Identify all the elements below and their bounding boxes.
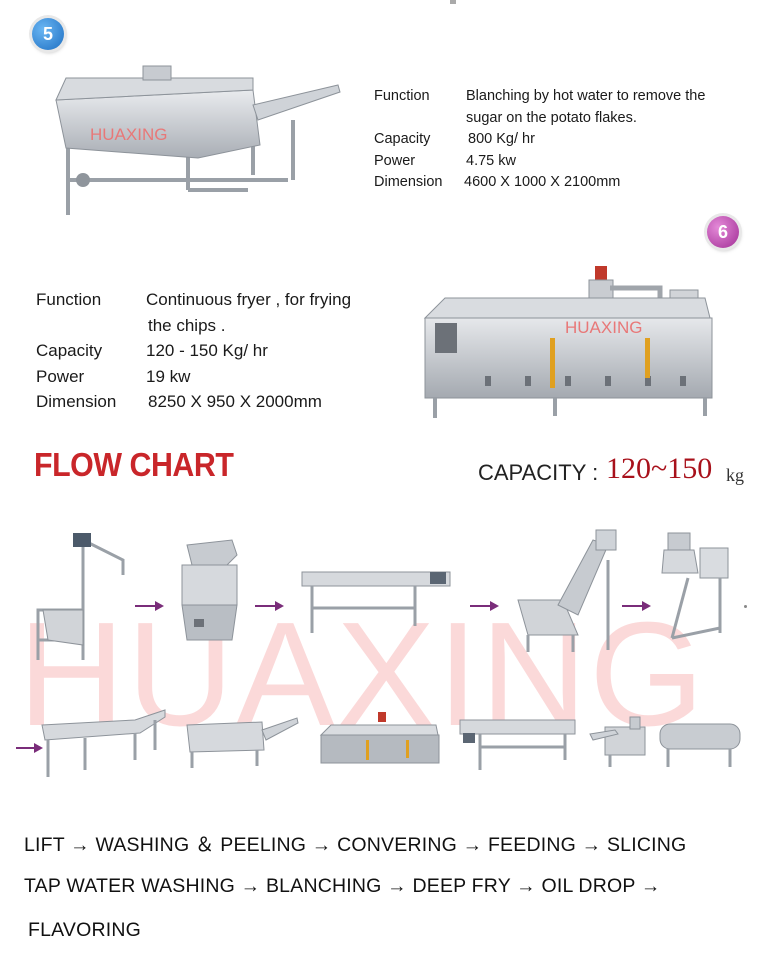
spec-key: Dimension bbox=[36, 392, 117, 411]
flow-chart-title: FLOW CHART bbox=[34, 446, 234, 483]
spec-value: 120 - 150 Kg/ hr bbox=[146, 341, 268, 360]
spec-row: Function Continuous fryer , for frying bbox=[36, 287, 396, 313]
spec-value: 800 Kg/ hr bbox=[468, 131, 535, 147]
spec-key: Capacity bbox=[36, 341, 103, 360]
spec-value: Continuous fryer , for frying bbox=[146, 290, 352, 309]
step-6-number: 6 bbox=[717, 221, 728, 242]
spec-key: Function bbox=[36, 290, 102, 309]
spec-key bbox=[36, 313, 148, 339]
spec-row: sugar on the potato flakes. bbox=[374, 108, 754, 130]
top-edge-mark bbox=[450, 0, 456, 4]
spec-value: 4600 X 1000 X 2100mm bbox=[464, 174, 621, 190]
spec-value: sugar on the potato flakes. bbox=[466, 109, 637, 126]
step-5-badge: 5 bbox=[32, 18, 64, 50]
arrow-4 bbox=[622, 601, 651, 611]
spec-row: Power 4.75 kw bbox=[374, 151, 754, 173]
spec-key: Power bbox=[36, 366, 85, 386]
edge-dot bbox=[744, 605, 747, 608]
blancher-machine-image: HUAXING bbox=[55, 65, 341, 215]
feeding-machine-image bbox=[517, 529, 617, 652]
spec-row: Dimension 4600 X 1000 X 2100mm bbox=[374, 172, 754, 194]
spec-row: Capacity 120 - 150 Kg/ hr bbox=[36, 338, 396, 364]
washing-peeling-machine-image bbox=[181, 539, 238, 641]
step-5-specs: Function Blanching by hot water to remove… bbox=[374, 86, 754, 194]
spec-key: Dimension bbox=[374, 174, 443, 190]
spec-value: the chips . bbox=[148, 315, 226, 335]
spec-key bbox=[374, 108, 466, 130]
spec-value: 8250 X 950 X 2000mm bbox=[148, 392, 322, 411]
oil-drop-machine-image bbox=[459, 719, 576, 770]
lift-machine-image bbox=[36, 533, 125, 660]
svg-text:HUAXING: HUAXING bbox=[565, 318, 642, 337]
spec-row: Capacity 800 Kg/ hr bbox=[374, 129, 754, 151]
flow-steps-line-2: TAP WATER WASHING → BLANCHING → DEEP FRY… bbox=[24, 875, 661, 897]
flow-steps-line-3: FLAVORING bbox=[28, 919, 142, 941]
conveyor-machine-image bbox=[301, 571, 451, 633]
deep-fry-machine-image bbox=[319, 712, 440, 764]
arrow-1 bbox=[135, 601, 164, 611]
step-5-number: 5 bbox=[42, 23, 53, 44]
arrow-3 bbox=[470, 601, 499, 611]
tap-water-washing-machine-image bbox=[41, 709, 166, 777]
spec-key: Capacity bbox=[374, 131, 431, 147]
step-6-badge: 6 bbox=[707, 216, 739, 248]
blanching-machine-image bbox=[186, 717, 299, 768]
spec-value: Blanching by hot water to remove the bbox=[466, 88, 706, 104]
spec-row: the chips . bbox=[36, 313, 396, 339]
flow-steps-line-1: LIFT → WASHING ＆ PEELING → CONVERING → F… bbox=[24, 834, 687, 856]
continuous-fryer-image: HUAXING bbox=[423, 266, 713, 418]
spec-row: Function Blanching by hot water to remove… bbox=[374, 86, 754, 108]
capacity-value: 120~150 bbox=[606, 452, 713, 485]
spec-key: Function bbox=[374, 88, 430, 104]
flavoring-machine-image bbox=[589, 716, 741, 767]
spec-row: Power 19 kw bbox=[36, 364, 396, 390]
arrow-2 bbox=[255, 601, 284, 611]
step-6-specs: Function Continuous fryer , for frying th… bbox=[36, 287, 396, 415]
spec-value: 4.75 kw bbox=[466, 152, 516, 169]
spec-value: 19 kw bbox=[146, 366, 191, 386]
svg-text:HUAXING: HUAXING bbox=[90, 125, 167, 144]
capacity-unit: kg bbox=[726, 465, 744, 485]
arrow-5 bbox=[16, 743, 43, 753]
spec-row: Dimension 8250 X 950 X 2000mm bbox=[36, 389, 396, 415]
spec-key: Power bbox=[374, 152, 416, 169]
slicing-machine-image bbox=[661, 532, 729, 640]
capacity-label: CAPACITY : bbox=[478, 460, 599, 485]
